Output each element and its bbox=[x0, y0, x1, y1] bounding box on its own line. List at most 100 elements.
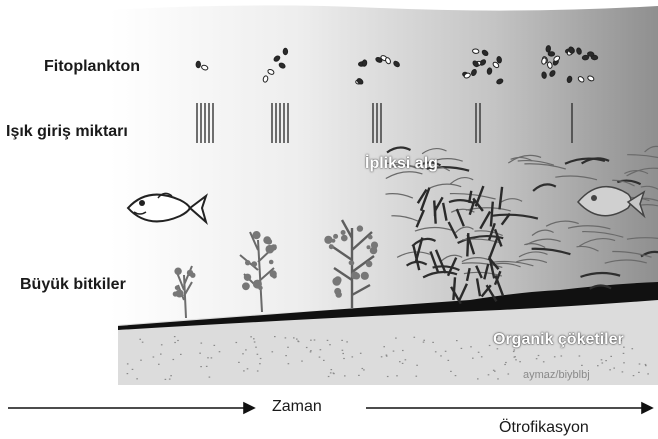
plant-leaf bbox=[253, 280, 262, 289]
sediment-speck bbox=[497, 348, 499, 349]
sediment-speck bbox=[352, 356, 354, 357]
sediment-speck bbox=[165, 379, 167, 380]
sediment-speck bbox=[423, 340, 425, 341]
sediment-speck bbox=[177, 340, 179, 341]
sediment-speck bbox=[362, 368, 364, 369]
large-plants-label: Büyük bitkiler bbox=[20, 277, 126, 293]
sediment-speck bbox=[515, 359, 517, 360]
sediment-speck bbox=[414, 337, 416, 338]
sediment-speck bbox=[330, 372, 332, 373]
phytoplankton-label: Fitoplankton bbox=[44, 59, 140, 75]
sediment-speck bbox=[597, 365, 599, 366]
sediment-speck bbox=[381, 356, 383, 357]
sediment-speck bbox=[170, 375, 172, 376]
sediment-speck bbox=[238, 362, 240, 363]
sediment-speck bbox=[514, 357, 516, 358]
sediment-speck bbox=[402, 350, 404, 351]
sediment-speck bbox=[514, 349, 516, 350]
sediment-speck bbox=[257, 370, 259, 371]
plant-leaf bbox=[175, 285, 180, 290]
sediment-speck bbox=[504, 364, 506, 365]
sediment-speck bbox=[393, 351, 395, 352]
plant-leaf bbox=[368, 235, 373, 240]
plant-leaf bbox=[357, 225, 363, 231]
sediment-speck bbox=[346, 341, 348, 342]
phytoplankton-particle bbox=[362, 60, 367, 67]
sediment-speck bbox=[538, 355, 540, 356]
sediment-speck bbox=[505, 362, 507, 363]
sediment-speck bbox=[440, 355, 442, 356]
plant-leaf bbox=[370, 247, 378, 255]
sediment-speck bbox=[363, 369, 365, 370]
sediment-speck bbox=[416, 376, 418, 377]
sediment-speck bbox=[477, 378, 479, 379]
sediment-speck bbox=[488, 374, 490, 375]
sediment-speck bbox=[301, 361, 303, 362]
sediment-speck bbox=[201, 343, 203, 344]
sediment-speck bbox=[341, 340, 343, 341]
sediment-speck bbox=[158, 364, 160, 365]
sediment-speck bbox=[272, 351, 274, 352]
sediment-speck bbox=[161, 344, 163, 345]
plant-leaf bbox=[270, 270, 277, 277]
sediment-speck bbox=[432, 342, 434, 343]
plant-leaf bbox=[251, 261, 257, 267]
algae-filament bbox=[453, 277, 455, 300]
sediment-speck bbox=[206, 366, 208, 367]
sediment-speck bbox=[327, 340, 329, 341]
sediment-speck bbox=[623, 353, 625, 354]
sediment-speck bbox=[639, 363, 641, 364]
sediment-speck bbox=[319, 357, 321, 358]
sediment-speck bbox=[207, 357, 209, 358]
plant-leaf bbox=[341, 230, 346, 235]
sediment-speck bbox=[493, 370, 495, 371]
sediment-speck bbox=[405, 359, 407, 360]
sediment-speck bbox=[554, 356, 556, 357]
sediment-speck bbox=[645, 364, 647, 365]
light-label: Işık giriş miktarı bbox=[6, 124, 128, 140]
plant-leaf bbox=[269, 260, 274, 265]
sediment-speck bbox=[579, 355, 581, 356]
sediment-speck bbox=[310, 340, 312, 341]
plant-leaf bbox=[367, 245, 371, 249]
sediment-speck bbox=[136, 378, 138, 379]
sediment-speck bbox=[470, 346, 472, 347]
time-label: Zaman bbox=[272, 399, 322, 415]
sediment-speck bbox=[386, 356, 388, 357]
sediment-speck bbox=[519, 361, 521, 362]
sediment-speck bbox=[416, 365, 418, 366]
plant-leaf bbox=[366, 261, 373, 268]
sediment-speck bbox=[285, 337, 287, 338]
sediment-speck bbox=[497, 378, 499, 379]
plant-leaf bbox=[244, 274, 251, 281]
sediment-speck bbox=[461, 348, 463, 349]
sediment-speck bbox=[259, 363, 261, 364]
phytoplankton-particle bbox=[546, 45, 551, 52]
phytoplankton-particle bbox=[196, 61, 201, 67]
sediment-speck bbox=[236, 342, 238, 343]
sediment-speck bbox=[139, 339, 141, 340]
sediment-speck bbox=[513, 351, 515, 352]
sediment-label: Organik çöketiler bbox=[493, 332, 624, 348]
sediment-speck bbox=[601, 359, 603, 360]
sediment-speck bbox=[142, 342, 144, 343]
sediment-speck bbox=[323, 360, 325, 361]
plant-leaf bbox=[324, 236, 332, 244]
sediment-speck bbox=[561, 355, 563, 356]
sediment-speck bbox=[245, 349, 247, 350]
sediment-speck bbox=[609, 369, 611, 370]
sediment-speck bbox=[287, 347, 289, 348]
sediment-speck bbox=[647, 373, 649, 374]
sediment-speck bbox=[383, 346, 385, 347]
sediment-speck bbox=[254, 341, 256, 342]
plant-leaf bbox=[336, 291, 342, 297]
sediment-speck bbox=[328, 376, 330, 377]
plant-leaf bbox=[332, 277, 341, 286]
sediment-speck bbox=[310, 351, 312, 352]
sediment-speck bbox=[448, 360, 450, 361]
sediment-speck bbox=[200, 366, 202, 367]
sediment-speck bbox=[297, 341, 299, 342]
sediment-speck bbox=[489, 345, 491, 346]
sediment-speck bbox=[209, 377, 211, 378]
sediment-speck bbox=[255, 347, 257, 348]
